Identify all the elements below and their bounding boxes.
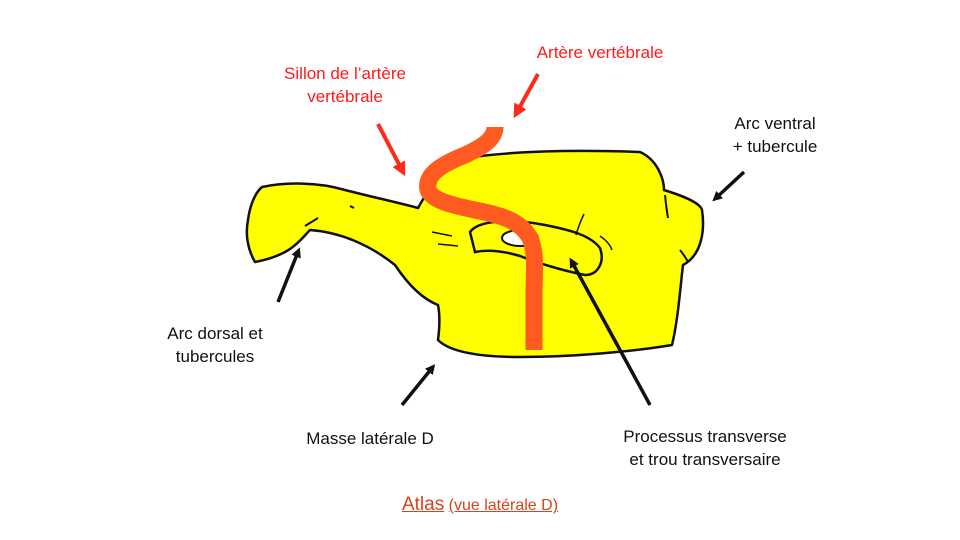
label-arc-ventral-line2: + tubercule [732,137,818,156]
label-artere: Artère vertébrale [510,41,690,64]
label-sillon-line1: Sillon de l’artère [284,64,406,83]
label-processus: Processus transverse et trou transversai… [595,425,815,471]
arrow-artere [513,73,540,119]
label-sillon: Sillon de l’artère vertébrale [255,62,435,108]
figure-caption: Atlas (vue latérale D) [0,494,960,516]
arrow-masse [400,364,436,407]
label-artere-text: Artère vertébrale [536,43,664,62]
detail-stroke-4 [599,235,613,251]
detail-stroke-8 [349,205,355,209]
detail-stroke-7 [304,217,319,227]
arrow-arc-dorsal [276,247,301,303]
arrow-arc-ventral [712,170,746,202]
label-arc-ventral: Arc ventral + tubercule [700,112,850,158]
label-masse-text: Masse latérale D [306,429,434,448]
label-processus-line2: et trou transversaire [629,450,781,469]
detail-stroke-6 [679,249,689,263]
label-arc-dorsal-line2: tubercules [175,347,255,366]
arrow-processus [569,257,652,406]
label-arc-ventral-line1: Arc ventral [734,114,816,133]
caption-title: Atlas [401,494,445,515]
atlas-bone-shape [245,149,705,359]
vertebral-artery [419,125,543,350]
detail-stroke-2 [437,243,459,247]
label-sillon-line2: vertébrale [307,87,383,106]
label-processus-line1: Processus transverse [623,427,787,446]
caption-subtitle: (vue latérale D) [448,497,559,514]
label-masse: Masse latérale D [285,427,455,450]
arrow-sillon [376,123,406,177]
detail-stroke-3 [575,213,585,236]
detail-stroke-5 [664,194,669,219]
detail-stroke-1 [431,231,453,237]
label-arc-dorsal: Arc dorsal et tubercules [145,322,285,368]
label-arc-dorsal-line1: Arc dorsal et [167,324,263,343]
